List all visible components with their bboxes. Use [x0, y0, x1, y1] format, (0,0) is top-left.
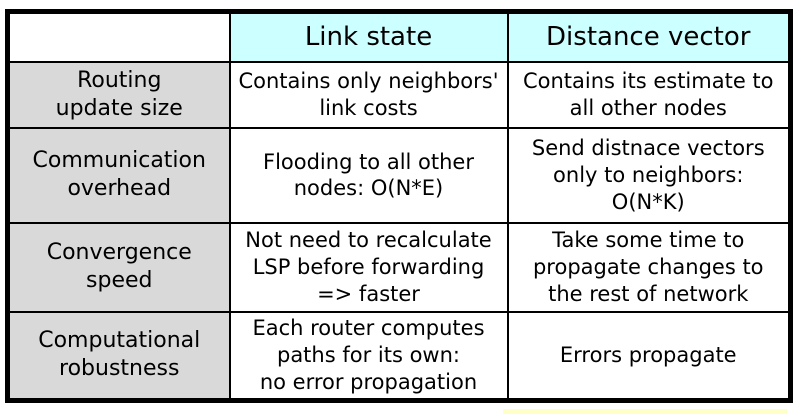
row-label-convergence-speed: Convergence speed — [6, 221, 231, 313]
cell-routing-update-size-distance-vector: Contains its estimate to all other nodes — [506, 60, 792, 130]
cell-routing-update-size-link-state: Contains only neighbors' link costs — [228, 60, 509, 130]
row-label-communication-overhead: Communication overhead — [6, 127, 231, 224]
table-row-routing-update-size: Routing update size Contains only neighb… — [6, 60, 792, 130]
row-label-computational-robustness: Computational robustness — [6, 310, 231, 402]
cell-convergence-speed-distance-vector: Take some time to propagate changes to t… — [506, 221, 792, 313]
table-row-convergence-speed: Convergence speed Not need to recalculat… — [6, 221, 792, 313]
table-row-communication-overhead: Communication overhead Flooding to all o… — [6, 127, 792, 224]
column-header-distance-vector: Distance vector — [506, 10, 792, 63]
header-row: Link state Distance vector — [6, 10, 792, 63]
corner-cell — [6, 10, 231, 63]
cell-convergence-speed-link-state: Not need to recalculate LSP before forwa… — [228, 221, 509, 313]
cell-communication-overhead-distance-vector: Send distnace vectors only to neighbors:… — [506, 127, 792, 224]
table-row-computational-robustness: Computational robustness Each router com… — [6, 310, 792, 402]
cell-computational-robustness-link-state: Each router computes paths for its own: … — [228, 310, 509, 402]
column-header-link-state: Link state — [228, 10, 509, 63]
highlight-strip — [503, 409, 787, 414]
cell-communication-overhead-link-state: Flooding to all other nodes: O(N*E) — [228, 127, 509, 224]
cell-computational-robustness-distance-vector: Errors propagate — [506, 310, 792, 402]
routing-comparison-table: Link state Distance vector Routing updat… — [5, 9, 793, 403]
row-label-routing-update-size: Routing update size — [6, 60, 231, 130]
